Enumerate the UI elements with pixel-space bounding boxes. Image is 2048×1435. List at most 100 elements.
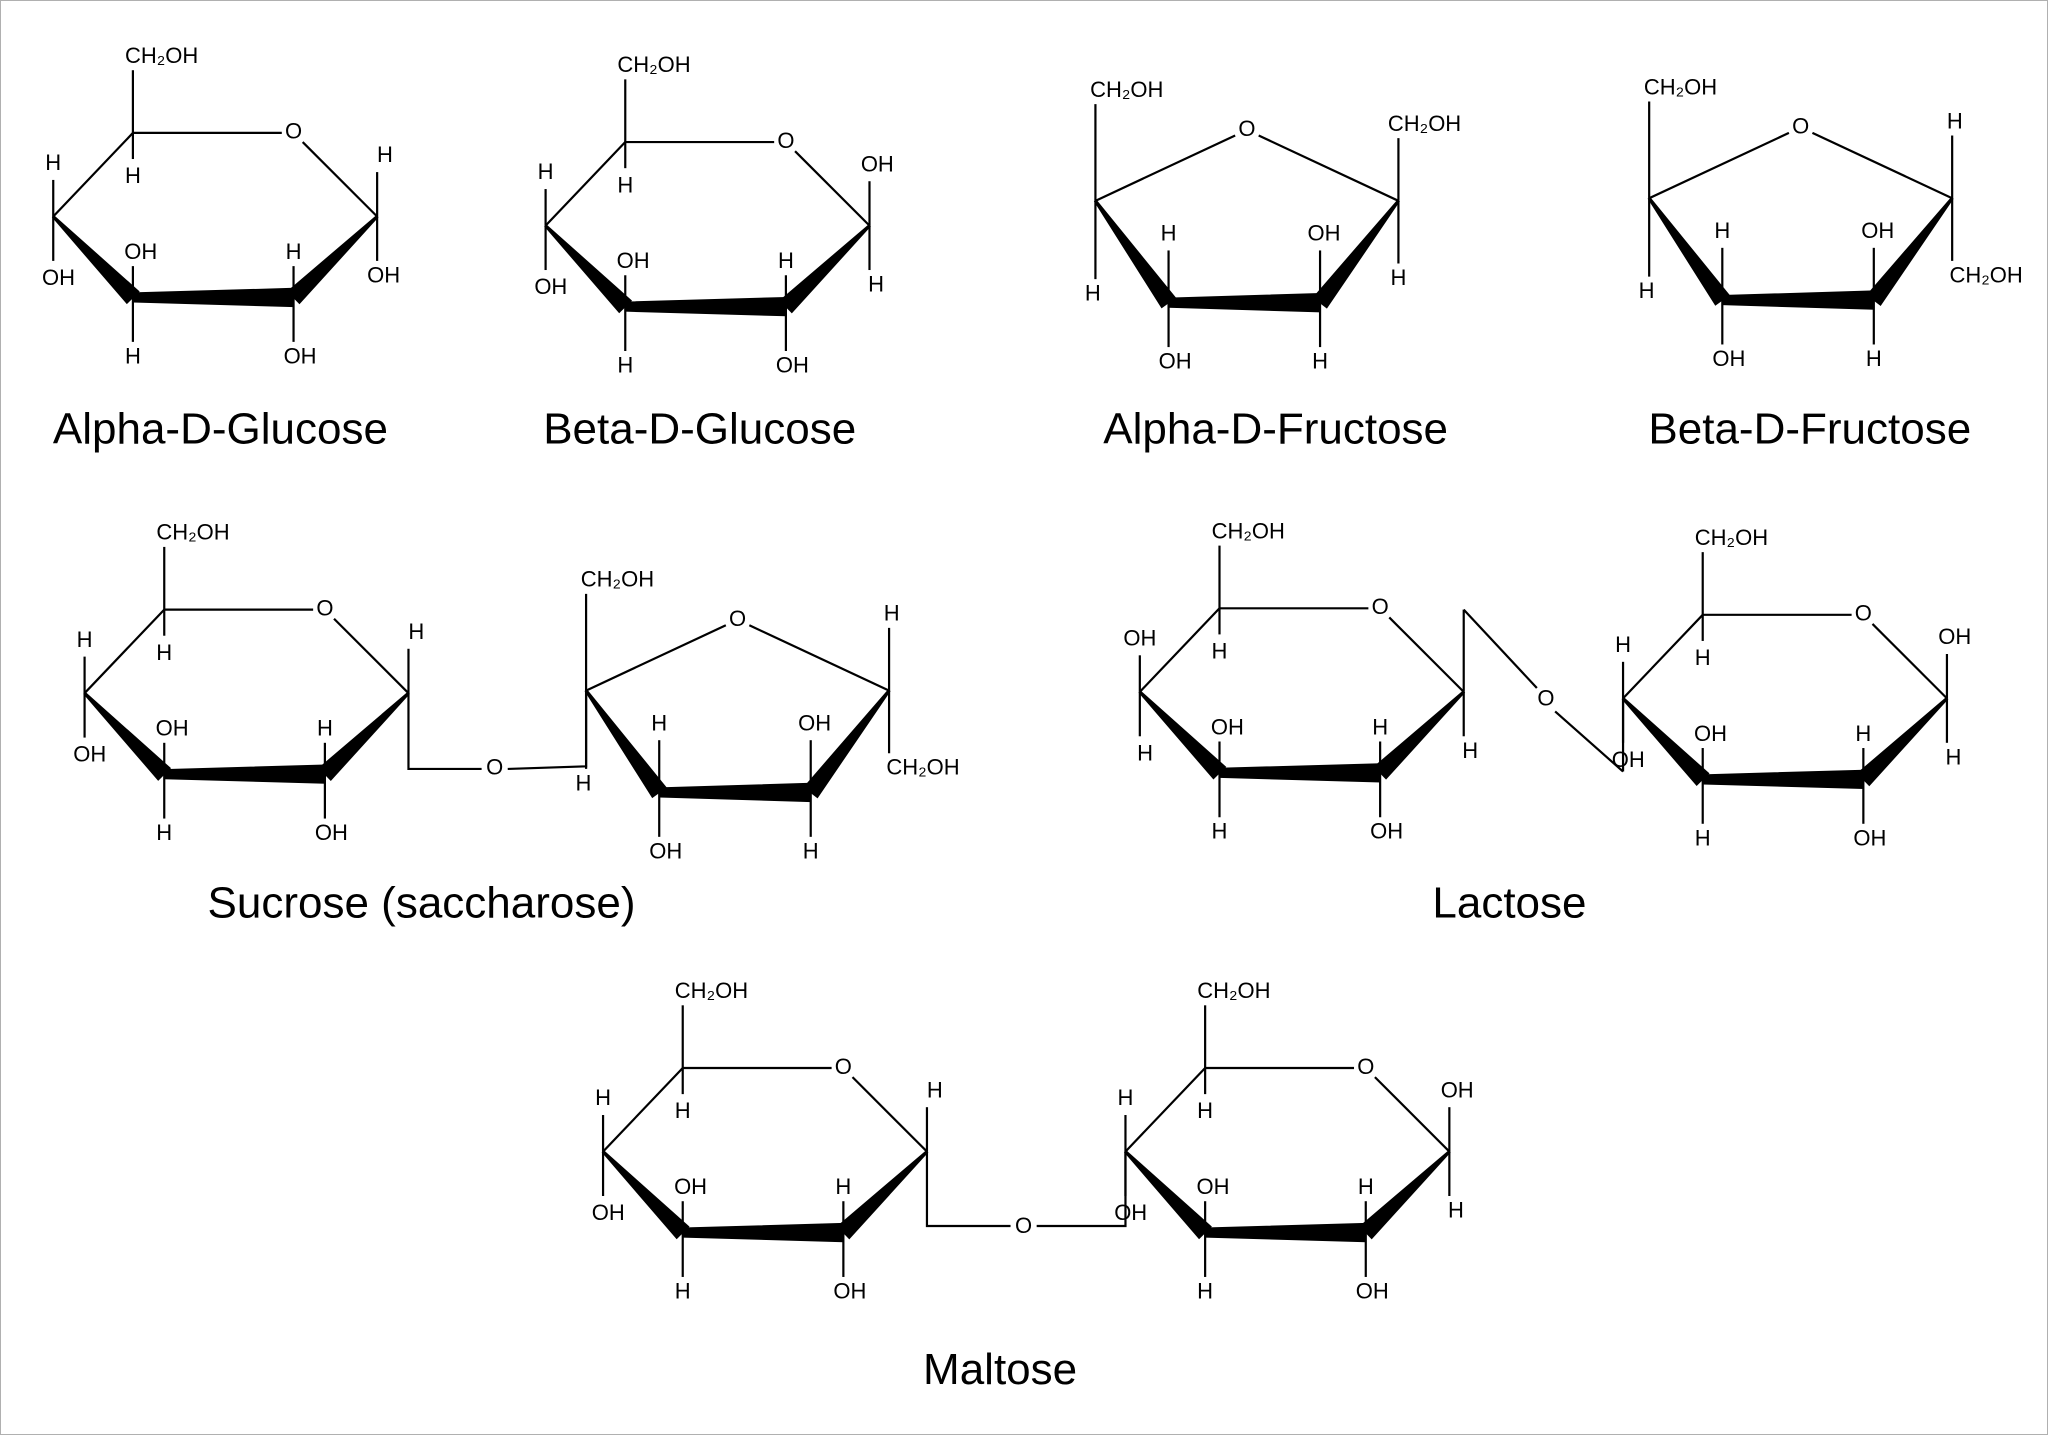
wedge-bond: [1093, 199, 1177, 309]
lactose-glycosidic-link: O: [1462, 608, 1625, 773]
hydroxyl-label: OH: [1861, 218, 1894, 243]
bond-line: [1124, 1067, 1206, 1153]
hydroxyl-label: OH: [534, 274, 567, 299]
hydrogen-label: H: [1390, 265, 1406, 290]
hydrogen-label: H: [408, 619, 424, 644]
hydroxyl-label: OH: [1853, 825, 1886, 850]
ring-oxygen-label: O: [1792, 113, 1809, 138]
hydroxyl-label: OH: [367, 262, 400, 287]
wedge-bond: [132, 287, 295, 308]
ring-oxygen-label: O: [316, 595, 333, 620]
hydrogen-label: H: [1137, 740, 1153, 765]
molecule-name-lactose: Lactose: [1432, 879, 1586, 928]
molecule-name-beta_d_fructose: Beta-D-Fructose: [1648, 405, 1971, 454]
hydrogen-label: H: [1855, 721, 1871, 746]
hydrogen-label: H: [156, 820, 172, 845]
bond-line: [333, 617, 410, 694]
hydroxyl-label: OH: [1694, 721, 1727, 746]
hydrogen-label: H: [1118, 1085, 1134, 1110]
hydroxyl-label: OH: [1114, 1200, 1147, 1225]
hydrogen-label: H: [1695, 645, 1711, 670]
bond-line: [1094, 134, 1236, 202]
hydrogen-label: H: [1462, 738, 1478, 763]
molecule-title-group: Maltose: [923, 1345, 1077, 1394]
bond-line: [301, 141, 378, 218]
hydrogen-label: H: [803, 838, 819, 863]
hydrogen-label: H: [675, 1278, 691, 1303]
wedge-bond: [1647, 196, 1730, 306]
hydrogen-label: H: [1197, 1278, 1213, 1303]
ch2oh-label: CH₂OH: [125, 43, 198, 68]
hydroxyl-label: OH: [798, 710, 831, 735]
bond-line: [602, 1067, 684, 1153]
hydrogen-label: H: [1085, 281, 1101, 306]
molecule-title-group: Beta-D-Glucose: [543, 405, 856, 454]
hydroxyl-label: OH: [1370, 819, 1403, 844]
hydroxyl-label: OH: [1211, 714, 1244, 739]
hydrogen-label: H: [1639, 278, 1655, 303]
hydroxyl-label: OH: [124, 239, 157, 264]
hydrogen-label: H: [835, 1174, 851, 1199]
ring-oxygen-label: O: [1238, 116, 1255, 141]
bond-line: [1462, 608, 1538, 689]
wedge-bond: [803, 689, 891, 799]
molecule-name-beta_d_glucose: Beta-D-Glucose: [543, 405, 856, 454]
wedge-bond: [1312, 199, 1400, 309]
ch2oh-label: CH₂OH: [1644, 74, 1717, 99]
hydrogen-label: H: [927, 1077, 943, 1102]
hydrogen-label: H: [1161, 221, 1177, 246]
bond-line: [1648, 131, 1790, 200]
glycosidic-oxygen-label: O: [1537, 686, 1554, 711]
ch2oh-label: CH₂OH: [581, 567, 654, 592]
hydrogen-label: H: [651, 710, 667, 735]
bond-line: [52, 132, 134, 218]
hydroxyl-label: OH: [1441, 1077, 1474, 1102]
molecule-title-group: Lactose: [1432, 879, 1586, 928]
bond-line: [1871, 623, 1948, 700]
hydrogen-label: H: [1866, 346, 1882, 371]
bond-line: [794, 150, 871, 227]
hydroxyl-label: OH: [156, 716, 189, 741]
hydrogen-label: H: [1372, 714, 1388, 739]
hydroxyl-label: OH: [73, 742, 106, 767]
hydrogen-label: H: [45, 150, 61, 175]
hydroxyl-label: OH: [1123, 625, 1156, 650]
bond-line: [1554, 710, 1624, 773]
hydroxyl-label: OH: [649, 838, 682, 863]
hydrogen-label: H: [125, 343, 141, 368]
bond-line: [544, 141, 627, 227]
hydrogen-label: H: [77, 627, 93, 652]
ring-oxygen-label: O: [835, 1054, 852, 1079]
bond-line: [1258, 134, 1399, 202]
hydrogen-label: H: [617, 172, 633, 197]
bond-line: [748, 624, 890, 692]
molecule-name-maltose: Maltose: [923, 1345, 1077, 1394]
hydrogen-label: H: [617, 352, 633, 377]
hydroxyl-label: OH: [1612, 747, 1645, 772]
molecule-title-group: Beta-D-Fructose: [1648, 405, 1971, 454]
ch2oh-label: CH₂OH: [886, 755, 959, 780]
ch2oh-label: CH₂OH: [1695, 525, 1768, 550]
hydrogen-label: H: [778, 248, 794, 273]
bond-line: [1811, 131, 1953, 200]
molecule-name-sucrose: Sucrose (saccharose): [208, 879, 636, 928]
hydrogen-label: H: [538, 159, 554, 184]
hydrogen-label: H: [1197, 1098, 1213, 1123]
molecule-title-group: Alpha-D-Glucose: [53, 405, 388, 454]
hydrogen-label: H: [675, 1098, 691, 1123]
hydroxyl-label: OH: [1307, 221, 1340, 246]
hydroxyl-label: OH: [1159, 349, 1192, 374]
hydroxyl-label: OH: [674, 1174, 707, 1199]
bond-line: [1622, 614, 1704, 700]
ch2oh-label: CH₂OH: [1212, 518, 1285, 543]
hydrogen-label: H: [1695, 825, 1711, 850]
wedge-bond: [624, 296, 787, 317]
sucrose-glycosidic-link: O: [407, 690, 588, 780]
molecule-name-alpha_d_glucose: Alpha-D-Glucose: [53, 405, 388, 454]
bond-line: [1374, 1076, 1451, 1153]
ch2oh-label: CH₂OH: [156, 520, 229, 545]
hydroxyl-label: OH: [1938, 624, 1971, 649]
